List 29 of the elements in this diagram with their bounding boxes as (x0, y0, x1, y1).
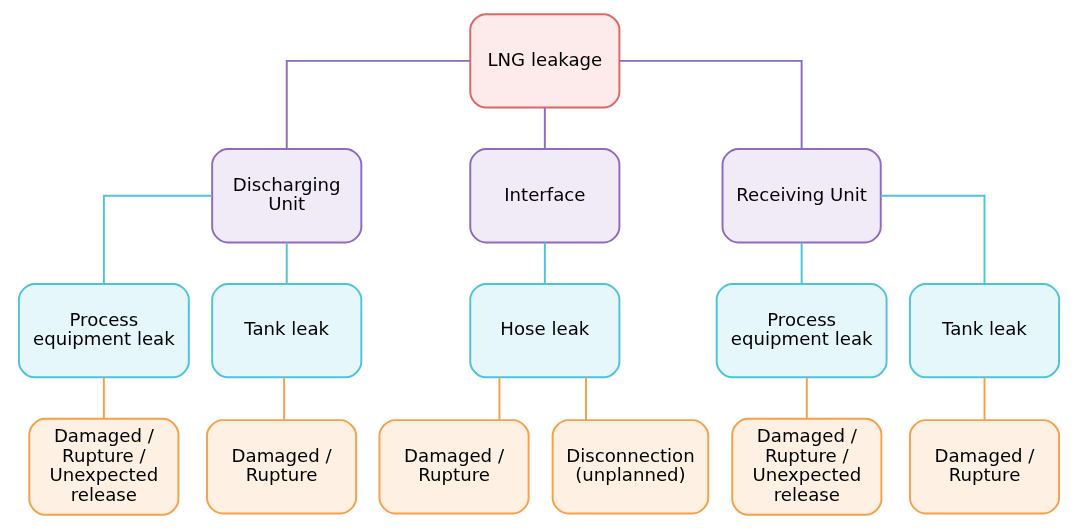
node-box: Damaged / Rupture (908, 418, 1060, 514)
node-box: Receiving Unit (721, 147, 882, 243)
connector (543, 241, 546, 285)
connector (800, 241, 803, 285)
connector (618, 59, 803, 150)
node-box: Damaged / Rupture / Unexpected release (730, 417, 882, 516)
node-box: Tank leak (210, 282, 362, 378)
connector (102, 376, 105, 419)
connector (584, 376, 587, 421)
node-box: Discharging Unit (210, 147, 362, 243)
node-box: Damaged / Rupture (205, 418, 357, 514)
connector (543, 106, 546, 150)
node-box: Process equipment leak (17, 282, 190, 378)
connector (983, 376, 985, 421)
connector (497, 376, 500, 421)
connector (285, 241, 288, 285)
node-box: Damaged / Rupture (378, 418, 530, 514)
node-box: LNG leakage (468, 12, 620, 109)
node-box: Disconnection (unplanned) (551, 418, 709, 514)
node-box: Hose leak (468, 282, 620, 378)
node-box: Interface (468, 147, 620, 243)
connector (285, 59, 471, 150)
node-box: Damaged / Rupture / Unexpected release (27, 417, 179, 516)
node-box: Process equipment leak (715, 282, 888, 378)
connector (879, 194, 985, 285)
connector (282, 376, 285, 421)
node-box: Tank leak (908, 282, 1060, 378)
connector (102, 194, 213, 285)
connector (805, 376, 808, 419)
